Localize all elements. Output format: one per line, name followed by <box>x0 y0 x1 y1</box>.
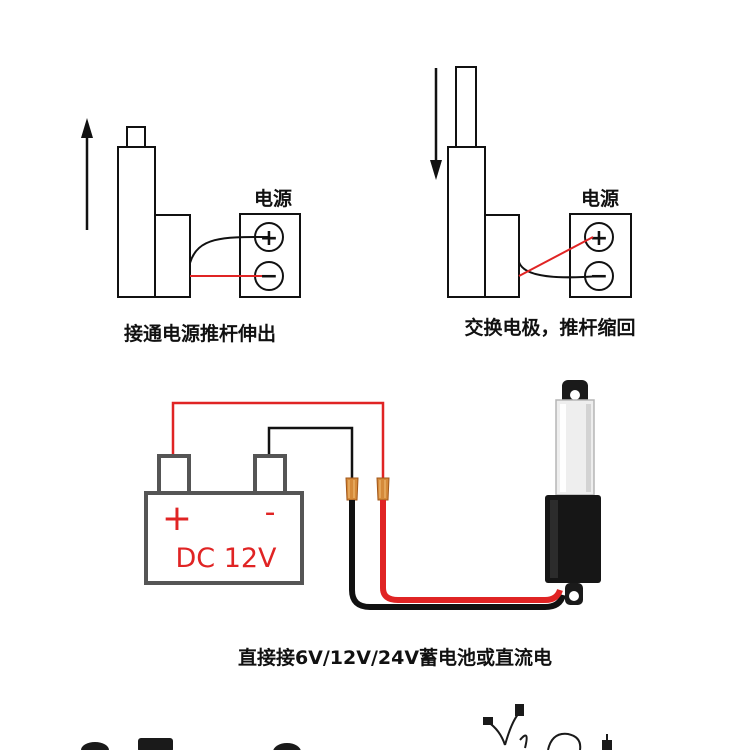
battery-body <box>144 491 304 585</box>
cable-loop-icon <box>547 732 582 750</box>
red-wire <box>518 236 594 277</box>
battery-plus-post <box>157 454 191 495</box>
bottom-product-photos <box>81 704 612 750</box>
wiring-caption: 直接接6V/12V/24V蓄电池或直流电 <box>238 646 552 669</box>
mount-hole-icon <box>569 591 579 601</box>
red-lead-top <box>171 401 385 478</box>
cable-connector-icon <box>483 704 528 749</box>
battery: + - DC 12V <box>144 454 304 585</box>
copper-wire-end-icon <box>376 477 390 501</box>
actuator-body <box>447 146 486 298</box>
red-lead <box>380 500 563 603</box>
linear-actuator <box>545 380 601 605</box>
battery-minus-post <box>253 454 287 495</box>
actuator-rod-tip <box>126 126 146 148</box>
black-lead-top <box>267 426 354 478</box>
small-switch-icon <box>602 734 612 750</box>
plus-symbol: + <box>260 226 278 251</box>
actuator-motor <box>484 214 520 298</box>
caption-extend: 接通电源推杆伸出 <box>124 322 276 345</box>
plus-symbol: + <box>590 226 608 251</box>
diagram-retract: 电源 + − 交换电极，推杆缩回 <box>430 66 636 339</box>
down-arrow-icon <box>430 68 442 180</box>
actuator-body <box>117 146 156 298</box>
up-arrow-icon <box>81 118 93 230</box>
battery-voltage-label: DC 12V <box>175 543 277 574</box>
minus-symbol: − <box>260 264 278 289</box>
plus-terminal-icon <box>584 222 614 252</box>
black-wire <box>518 261 600 279</box>
power-label: 电源 <box>254 187 292 210</box>
caption-retract: 交换电极，推杆缩回 <box>464 316 635 339</box>
black-wire <box>189 235 270 264</box>
copper-wire-end-icon <box>345 477 359 501</box>
diagram-extend: 电源 + − 接通电源推杆伸出 <box>81 118 301 345</box>
battery-wiring: + - DC 12V <box>144 380 601 669</box>
black-lead <box>349 500 566 610</box>
power-label: 电源 <box>581 187 619 210</box>
mount-hole-icon <box>570 390 580 400</box>
remote-icon <box>273 743 301 750</box>
actuator-motor-housing <box>545 495 601 583</box>
actuator-motor <box>154 214 191 298</box>
battery-plus-symbol: + <box>162 498 192 539</box>
battery-minus-symbol: - <box>265 495 276 530</box>
actuator-rod-extended <box>455 66 477 148</box>
adapter-plug-icon <box>81 742 109 750</box>
